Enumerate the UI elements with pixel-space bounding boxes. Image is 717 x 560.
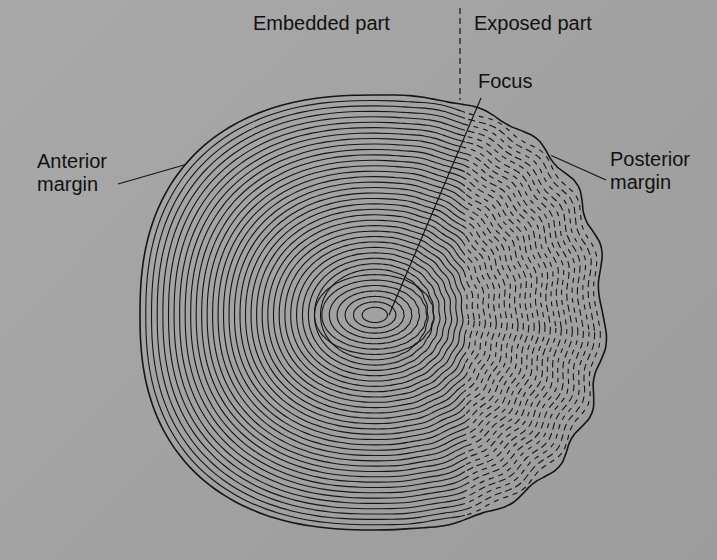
growth-ring [251, 204, 465, 424]
growth-ring [315, 275, 434, 355]
leader-line [551, 156, 606, 180]
growth-ring [191, 144, 465, 482]
growth-ring-dashed [465, 100, 600, 524]
growth-ring [140, 95, 465, 530]
growth-ring [207, 160, 465, 466]
growth-ring [337, 291, 412, 339]
focus-label: Focus [478, 70, 558, 93]
embedded-rings [140, 95, 465, 530]
growth-ring [285, 237, 463, 392]
part-label: Embedded part [253, 12, 443, 35]
growth-ring-dashed [465, 171, 529, 455]
growth-ring [157, 111, 465, 514]
growth-ring [180, 133, 465, 493]
growth-ring-dashed [465, 231, 469, 397]
growth-ring-dashed [465, 220, 480, 407]
growth-ring [321, 269, 429, 360]
growth-ring [273, 226, 465, 403]
growth-ring-dashed [465, 193, 507, 434]
growth-ring-dashed [465, 160, 540, 466]
growth-ring [240, 193, 465, 434]
growth-ring-dashed [465, 133, 567, 493]
growth-ring [213, 166, 465, 461]
growth-ring-dashed [465, 204, 496, 424]
growth-ring [314, 264, 434, 365]
divider-line [459, 8, 460, 100]
growth-ring-dashed [465, 128, 572, 498]
growth-ring [152, 106, 465, 519]
growth-ring [308, 258, 440, 370]
margin-label: Posterior margin [610, 148, 710, 194]
growth-ring [257, 209, 465, 418]
growth-ring-dashed [465, 182, 518, 445]
growth-ring-dashed [465, 106, 595, 519]
growth-ring-dashed [465, 144, 556, 482]
growth-ring-dashed [465, 149, 550, 476]
leader-line [118, 165, 185, 184]
exposed-rings [465, 95, 606, 530]
growth-ring [302, 253, 445, 376]
growth-ring-dashed [465, 117, 583, 509]
leader-line [389, 98, 481, 315]
growth-ring-dashed [465, 122, 578, 503]
growth-ring [146, 100, 465, 524]
growth-ring-dashed [465, 111, 589, 514]
growth-ring [362, 307, 387, 322]
growth-ring-dashed [465, 139, 561, 488]
growth-ring [235, 188, 465, 440]
part-label: Exposed part [474, 12, 644, 35]
growth-ring-dashed [465, 188, 513, 440]
growth-ring [329, 286, 419, 344]
growth-ring [297, 247, 452, 381]
growth-ring [218, 171, 465, 455]
growth-ring [163, 117, 465, 509]
margin-label: Anterior margin [37, 150, 129, 196]
growth-ring [185, 139, 465, 488]
growth-ring-dashed [465, 95, 606, 530]
growth-ring [322, 280, 427, 349]
growth-ring [262, 215, 465, 413]
growth-ring [224, 177, 465, 451]
growth-ring-dashed [465, 215, 485, 413]
growth-ring [174, 128, 465, 498]
growth-ring [345, 296, 404, 333]
growth-ring [202, 155, 465, 472]
growth-ring [169, 122, 465, 503]
growth-ring [279, 231, 465, 397]
growth-ring [229, 182, 465, 445]
growth-ring [246, 198, 465, 428]
growth-ring [268, 220, 465, 407]
growth-ring [291, 242, 458, 386]
growth-ring [196, 149, 465, 476]
